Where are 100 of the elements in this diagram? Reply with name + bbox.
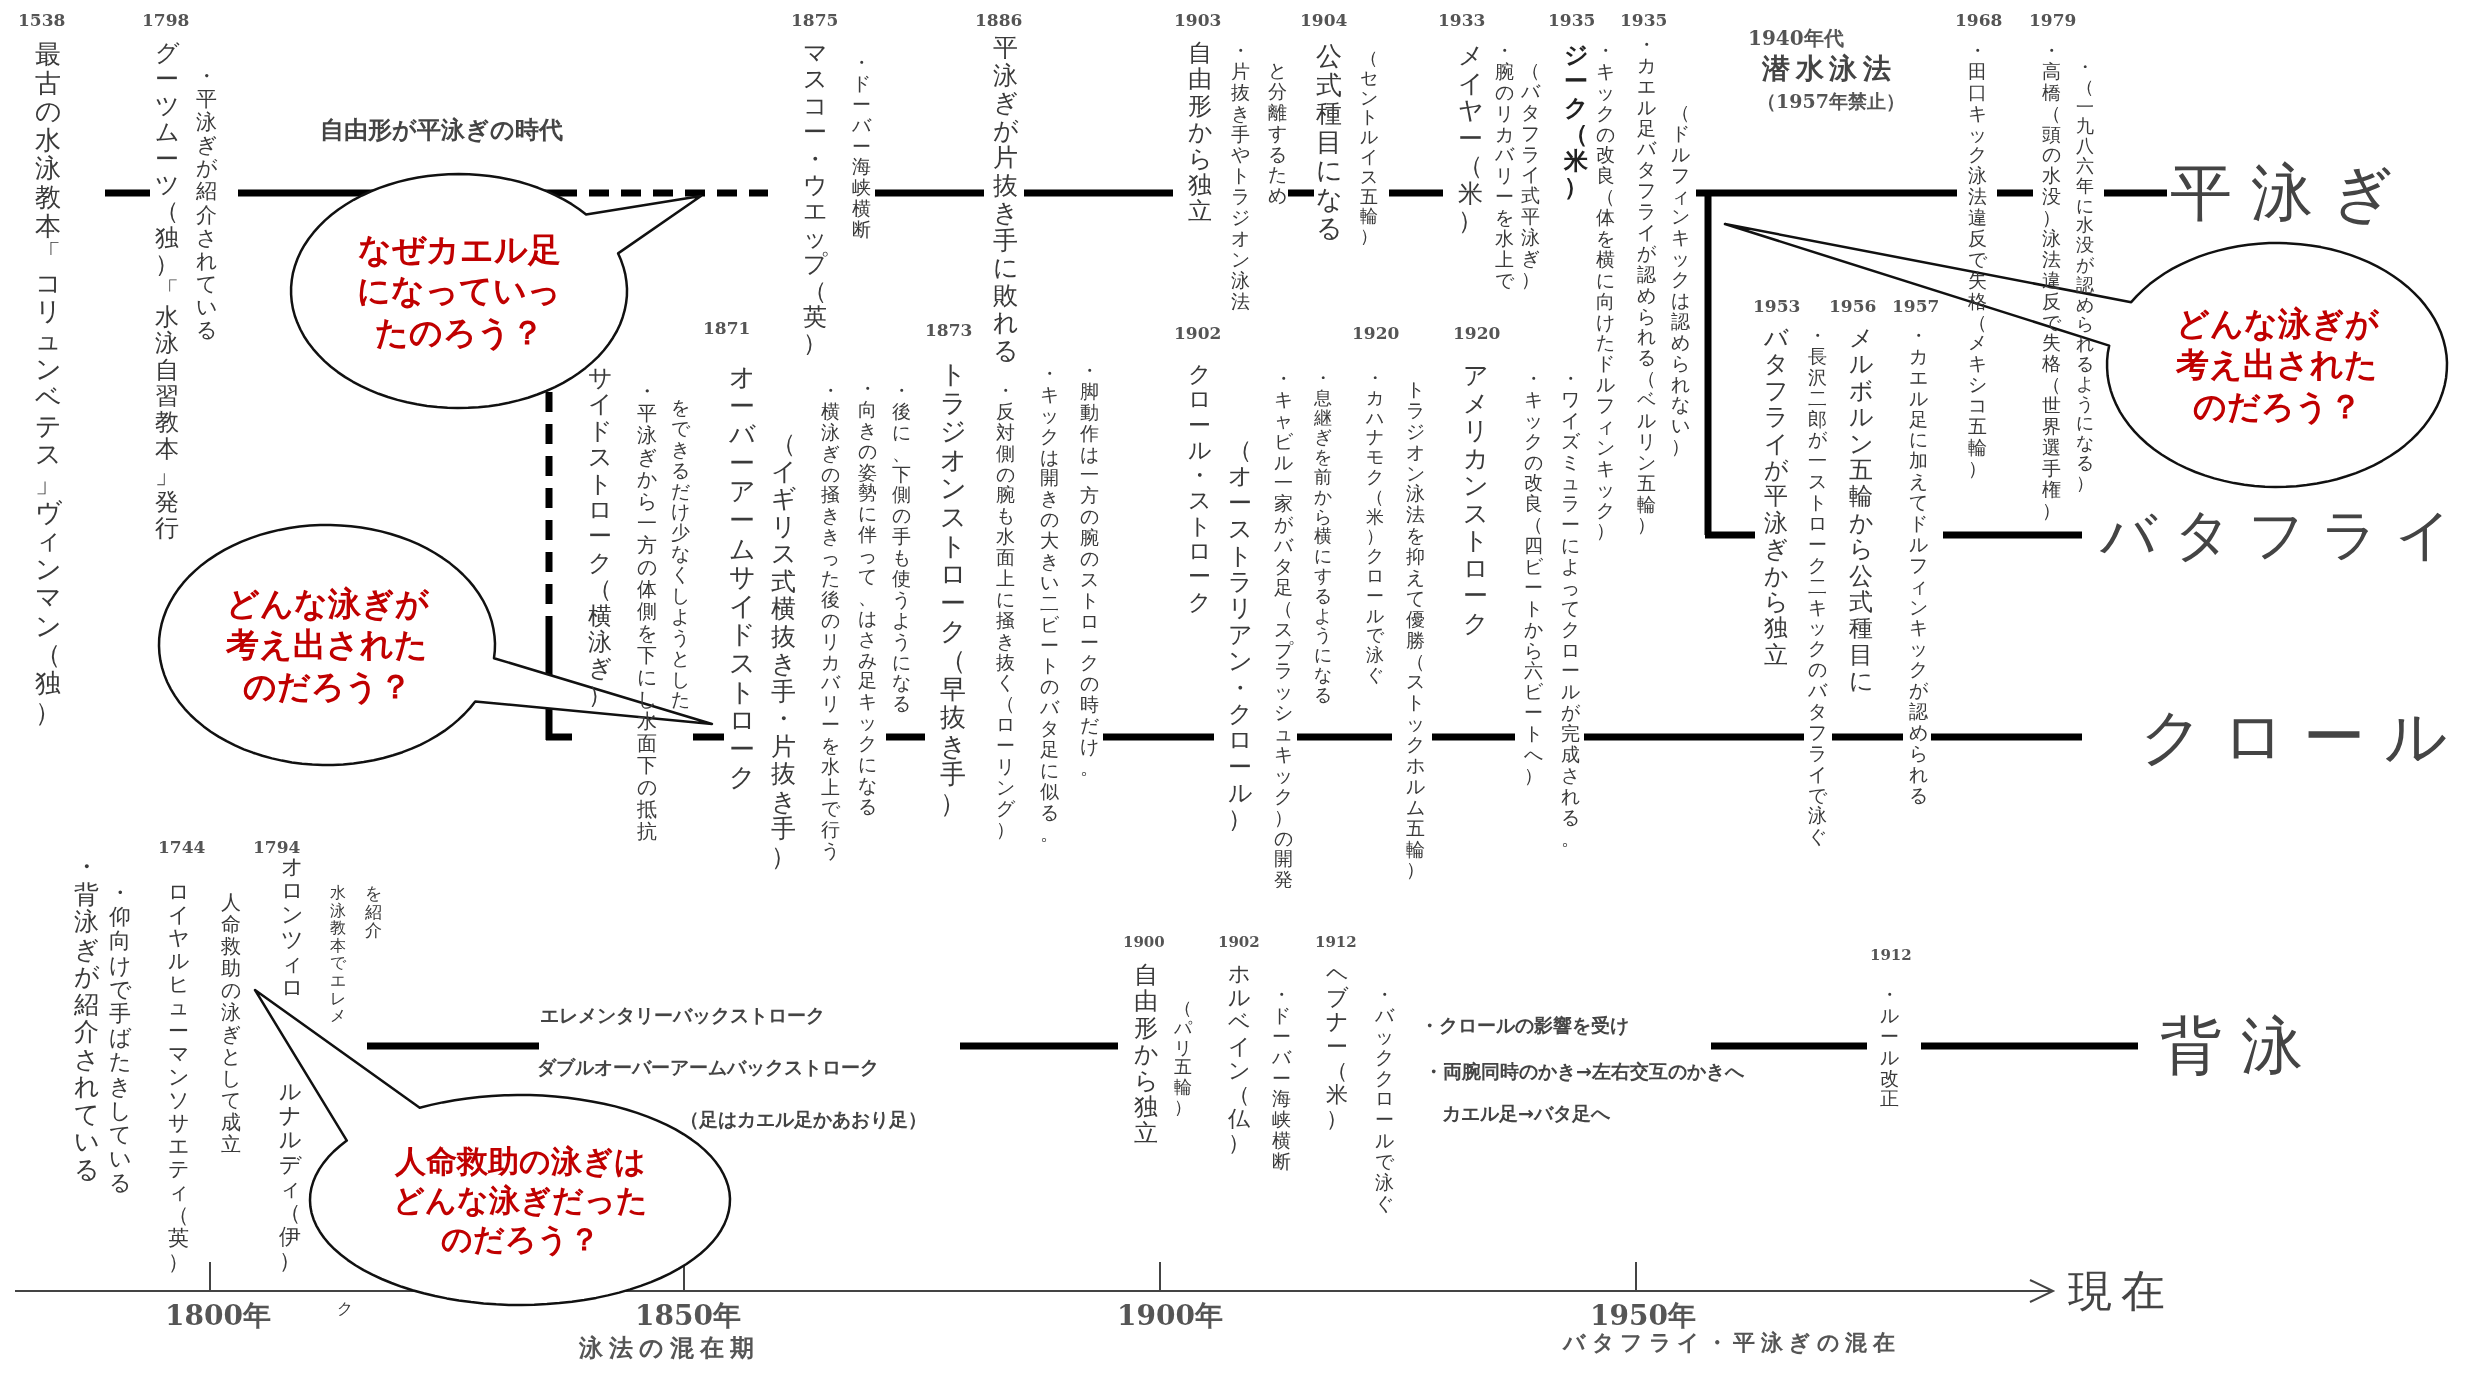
vertical-note: 最古の水泳教本「コリュンベテス」ヴィンマン（独） [35, 40, 61, 727]
vertical-note: （パリ五輪） [1174, 998, 1192, 1117]
vertical-note: トラジオン泳法を抑えて優勝（ストックホルム五輪） [1406, 379, 1425, 881]
bubble-text: どんな泳ぎが考え出されたのだろう？ [2174, 303, 2380, 427]
vertical-note: ・向きの姿勢に伴って、はさみ足キックになる [858, 378, 877, 817]
vertical-note: オーバーアームサイドストローク [729, 363, 755, 792]
vertical-note: （ドルフィンキックは認められない） [1671, 102, 1690, 458]
year-label: 1940年代 [1748, 28, 1844, 48]
vertical-note: 自由形から独立 [1134, 962, 1158, 1147]
year-label: 1902 [1218, 935, 1260, 950]
stroke-name: バタフライ [2100, 507, 2469, 563]
year-label: 1871 [703, 320, 751, 337]
note-text: ・クロールの影響を受け [1420, 1016, 1629, 1035]
year-label: 1903 [1174, 12, 1222, 29]
year-label: 1933 [1438, 12, 1486, 29]
vertical-note: ・ワイズミュラーによってクロールが完成される。 [1561, 368, 1580, 849]
vertical-note: ・腕のリカバリーを水上で [1495, 40, 1514, 291]
bubble-text: 人命救助の泳ぎはどんな泳ぎだったのだろう？ [391, 1141, 649, 1259]
year-label: 1904 [1300, 12, 1348, 29]
vertical-note: 平泳ぎが片抜き手に敗れる [993, 34, 1018, 364]
vertical-note: ・カハナモク（米）クロールで泳ぐ [1366, 368, 1384, 685]
vertical-note: ク [337, 1300, 353, 1318]
vertical-note: ・反対側の腕も水面上に掻き抜く（ローリング） [996, 380, 1015, 840]
vertical-note: ・キックは開きの大きい二ビートのバタ足に似る。 [1040, 363, 1059, 844]
vertical-note: メルボルン五輪から公式種目に [1849, 325, 1873, 695]
year-label: 1935 [1548, 12, 1596, 29]
year-label: （1957年禁止） [1757, 92, 1905, 111]
note-text: エレメンタリーバックストローク [540, 1006, 825, 1025]
stroke-name: 背泳 [2160, 1015, 2322, 1077]
vertical-note: ・平泳ぎが紹介されている [196, 65, 217, 343]
vertical-note: ・長沢二郎が一ストローク二キックのバタフライで泳ぐ [1808, 325, 1827, 848]
vertical-note: ヘブナー（米） [1326, 962, 1348, 1132]
vertical-note: ・息継ぎを前から横にするようになる [1314, 368, 1332, 705]
year-label: 1538 [18, 12, 66, 29]
vertical-note: クロール・ストローク [1188, 362, 1211, 615]
year-label: 1912 [1870, 948, 1912, 963]
note-text: 潜水泳法 [1762, 55, 1897, 83]
year-label: 1935 [1620, 12, 1668, 29]
stroke-name: 平泳ぎ [2170, 162, 2413, 224]
vertical-note: ・カエル足バタフライが認められる（ベルリン五輪） [1637, 34, 1656, 536]
note-text: カエル足→バタ足へ [1442, 1104, 1610, 1123]
vertical-note: ・背泳ぎが紹介されている [74, 853, 99, 1183]
note-text: ・両腕同時のかき→左右交互のかきへ [1424, 1062, 1744, 1081]
vertical-note: ・ドーバー海峡横断 [852, 52, 871, 240]
year-label: 1979 [2029, 12, 2077, 29]
stroke-name: クロール [2140, 706, 2466, 768]
vertical-note: オロンツィロ [281, 855, 303, 1001]
year-label: 1920 [1453, 325, 1501, 342]
vertical-note: ルナルディ（伊） [279, 1080, 301, 1274]
vertical-note: マスコー・ウエップ（英） [803, 40, 827, 357]
vertical-note: ・片抜き手やトラジオン泳法 [1231, 40, 1250, 312]
vertical-note: トラジオンストローク（早抜き手） [940, 360, 966, 818]
axis-label: 1950年 [1590, 1302, 1696, 1330]
note-text: 自由形が平泳ぎの時代 [320, 118, 563, 142]
year-label: 1794 [253, 839, 301, 856]
vertical-note: アメリカンストローク [1463, 362, 1488, 637]
vertical-note: （バタフライ式平泳ぎ） [1521, 60, 1540, 290]
vertical-note: （オーストラリアン・クロール） [1228, 437, 1252, 833]
year-label: 1886 [975, 12, 1023, 29]
bubble-text: どんな泳ぎが考え出されたのだろう？ [224, 583, 430, 707]
axis-label: 1850年 [635, 1302, 741, 1330]
vertical-note: ・バッククロールで泳ぐ [1375, 984, 1394, 1214]
year-label: 1956 [1829, 298, 1877, 315]
vertical-note: と分離するため [1268, 60, 1287, 207]
vertical-note: ・キャビル一家がバタ足（スプラッシュキック）の開発 [1274, 368, 1293, 891]
vertical-note: 人命救助の泳ぎとして成立 [221, 891, 241, 1155]
vertical-note: 自由形から独立 [1188, 40, 1212, 225]
year-label: 1912 [1315, 935, 1357, 950]
vertical-note: ・キックの改良（四ビートから六ビートへ） [1524, 368, 1543, 786]
vertical-note: ・カエル足に加えてドルフィンキックが認められる [1909, 325, 1928, 806]
bubble-text: なぜカエル足になっていったのろう？ [356, 229, 562, 353]
vertical-note: 公式種目になる [1316, 42, 1342, 243]
vertical-note: メイヤー（米） [1458, 42, 1483, 235]
vertical-note: ・ドーバー海峡横断 [1272, 984, 1291, 1172]
vertical-note: ホルベイン（仏） [1228, 962, 1250, 1156]
axis-label: 現在 [2068, 1269, 2174, 1313]
year-label: 1953 [1753, 298, 1801, 315]
vertical-note: ・仰向けで手ばたきしている [109, 881, 131, 1196]
year-label: 1744 [158, 839, 206, 856]
vertical-note: ・ルール改正 [1880, 984, 1899, 1110]
year-label: 1957 [1892, 298, 1940, 315]
vertical-note: ・脚動作は一方の腕のストロークの時だけ。 [1080, 360, 1099, 778]
vertical-note: バタフライが平泳ぎから独立 [1764, 325, 1788, 669]
year-label: 1920 [1352, 325, 1400, 342]
year-label: 1902 [1174, 325, 1222, 342]
vertical-note: ・キックの改良（体を横に向けたドルフィンキック） [1596, 40, 1615, 542]
vertical-note: （セントルイス五輪） [1360, 48, 1378, 246]
vertical-note: （イギリス式横抜き手・片抜き手） [771, 430, 796, 870]
note-text: （足はカエル足かあおり足） [680, 1110, 927, 1129]
note-text: ダブルオーバーアームバックストローク [537, 1058, 879, 1077]
year-label: 1968 [1955, 12, 2003, 29]
vertical-note: ・横泳ぎの掻ききった後のリカバリーを水上で行う [821, 380, 840, 861]
vertical-note: をできるだけ少なくしようとした [671, 397, 690, 711]
vertical-note: ・後に、下側の手も使うようになる [892, 380, 911, 715]
year-label: 1873 [925, 322, 973, 339]
axis-label: 1800年 [165, 1302, 271, 1330]
period-label: 泳法の混在期 [579, 1336, 760, 1360]
period-label: バタフライ・平泳ぎの混在 [1563, 1332, 1900, 1354]
vertical-note: ジーク（米） [1564, 42, 1588, 201]
vertical-note: ロイヤルヒューマンソサエティ（英） [168, 881, 189, 1274]
